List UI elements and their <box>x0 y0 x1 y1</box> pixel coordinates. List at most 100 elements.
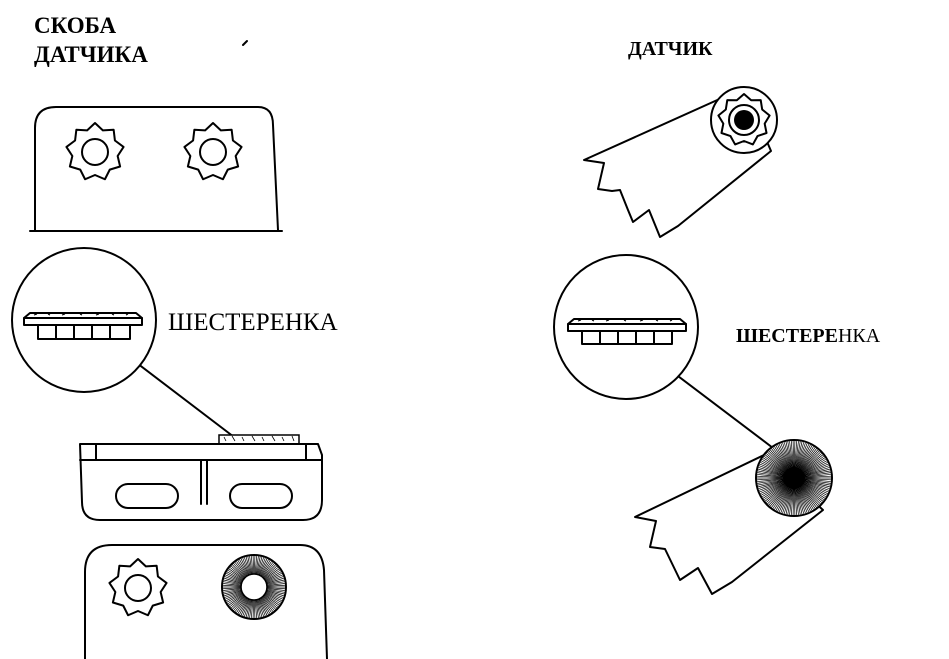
hatch-ray <box>762 483 786 499</box>
hatch-ray <box>265 590 284 597</box>
hatch-ray <box>224 577 243 584</box>
hatch-ray <box>761 460 786 474</box>
hatch-ray <box>792 441 795 469</box>
hatch-ray <box>229 567 245 580</box>
hatch-ray <box>234 562 247 578</box>
hatch-ray <box>258 597 268 616</box>
hatch-ray <box>263 568 280 581</box>
hatch-ray <box>223 579 243 585</box>
hatch-ray <box>759 463 785 475</box>
hatch-ray <box>265 587 285 590</box>
hatch-ray <box>797 487 810 513</box>
hatch-ray <box>261 562 274 578</box>
star-gear-icon <box>183 122 243 181</box>
hatch-ray <box>236 596 248 613</box>
hatch-ray <box>803 480 831 488</box>
hatch-ray <box>762 457 786 473</box>
hatch-ray <box>757 479 785 486</box>
hatch-ray <box>798 486 811 512</box>
hatch-ray <box>797 443 808 469</box>
hatch-ray <box>265 588 285 593</box>
label-bracket-line1: СКОБА <box>34 13 117 38</box>
hatch-ray <box>794 441 798 469</box>
hatch-ray <box>251 556 254 576</box>
hatch-ray <box>766 484 787 503</box>
hatch-ray <box>230 594 246 609</box>
hatch-ray <box>251 598 254 618</box>
hatch-ray <box>254 598 257 618</box>
hatch-ray <box>758 467 785 476</box>
hatch-ray <box>803 478 831 481</box>
hatch-ray <box>245 598 252 618</box>
hatch-ray <box>265 579 285 585</box>
hatch-ray <box>237 560 249 577</box>
hatch-ray <box>803 463 829 475</box>
hatch-ray <box>254 556 257 576</box>
hatch-ray <box>228 568 245 581</box>
hatch-ray <box>236 561 248 578</box>
hatch-ray <box>757 474 785 478</box>
hatch-ray <box>233 595 247 611</box>
hatch-ray <box>247 598 252 618</box>
hatch-ray <box>800 485 819 507</box>
hatch-ray <box>757 479 785 484</box>
hatch-ray <box>264 591 283 600</box>
hatch-ray <box>234 596 247 612</box>
hatch-ray <box>802 481 828 494</box>
hatch-ray <box>785 441 793 469</box>
hatch-ray <box>799 447 816 470</box>
hatch-ray <box>789 441 794 469</box>
hatch-ray <box>264 573 282 583</box>
hatch-ray <box>761 458 786 474</box>
bracket-top <box>29 106 283 232</box>
hatch-ray <box>259 559 269 577</box>
hatch-ray <box>249 598 253 618</box>
hatch-ray <box>258 558 268 577</box>
hatch-ray <box>771 448 789 471</box>
hatch-ray <box>800 484 821 505</box>
gear-magnifier-right <box>553 254 774 449</box>
hatch-ray <box>794 487 798 515</box>
hatch-ray <box>795 441 801 469</box>
hatch-ray <box>774 446 790 470</box>
hatch-ray <box>798 486 813 511</box>
hatch-ray <box>801 483 825 501</box>
hatch-ray <box>797 487 808 513</box>
hatch-ray <box>803 480 830 489</box>
hatch-ray <box>801 484 822 503</box>
hatch-ray <box>265 583 285 586</box>
hatch-ray <box>224 590 243 597</box>
hatch-ray <box>256 598 261 618</box>
hatch-ray <box>256 556 261 576</box>
label-gear-right: ШЕСТЕРЕНКА <box>736 325 880 348</box>
hatch-ray <box>794 487 799 515</box>
hatch-ray <box>232 564 246 579</box>
hatch-ray <box>767 484 788 505</box>
hatch-ray <box>803 480 830 491</box>
hatch-ray <box>240 558 250 577</box>
hatch-ray <box>787 441 793 469</box>
hatch-ray <box>800 451 821 472</box>
hatch-ray <box>793 487 796 515</box>
hatch-ray <box>258 598 266 617</box>
hatch-ray <box>783 487 792 514</box>
hatch-ray <box>761 482 786 498</box>
hatch-ray <box>257 557 264 576</box>
hatch-ray <box>801 483 824 502</box>
hatch-ray <box>758 465 785 476</box>
hatch-ray <box>265 581 285 586</box>
hatch-ray <box>783 442 792 469</box>
hatch-ray <box>760 481 786 494</box>
hatch-ray <box>800 450 820 471</box>
hatch-ray <box>761 482 786 496</box>
hatch-ray <box>801 453 822 472</box>
hatch-ray <box>228 593 245 606</box>
hatch-ray <box>223 584 243 587</box>
hatch-ray <box>802 462 828 475</box>
hatch-ray <box>772 447 789 470</box>
hatch-ray <box>769 449 788 471</box>
hatch-ray <box>803 474 831 478</box>
hatch-ray <box>790 487 794 515</box>
hatch-ray <box>225 574 244 583</box>
hatch-ray <box>803 481 829 493</box>
